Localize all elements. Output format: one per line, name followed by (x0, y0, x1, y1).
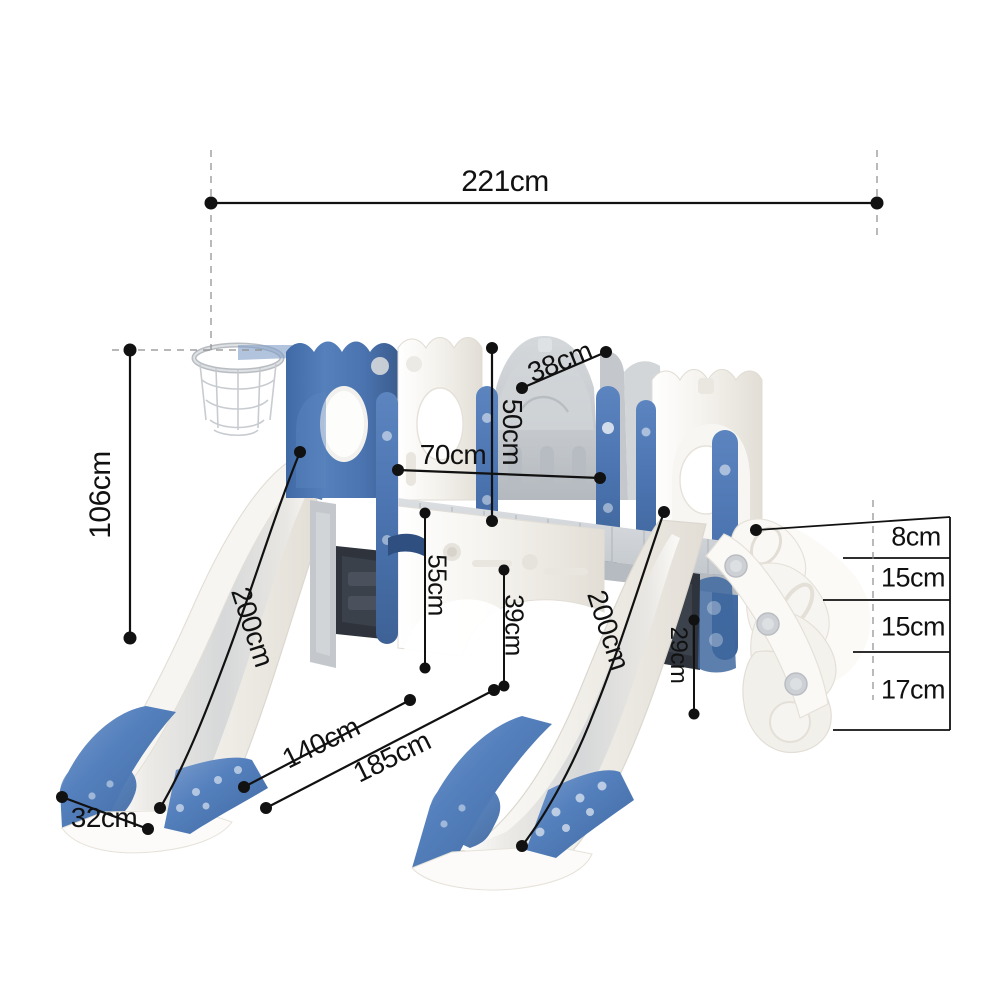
label-ladder-step-3: 15cm (880, 611, 946, 642)
dim-ladder-bracket (750, 516, 951, 731)
dim-platform-height (498, 564, 510, 692)
label-step-base: 29cm (665, 626, 692, 684)
label-slide-base-width: 32cm (70, 802, 138, 833)
dim-footprint-inner (238, 694, 416, 793)
label-panel-height: 50cm (497, 398, 528, 466)
dim-hoop-height (123, 343, 137, 645)
label-arch-height: 55cm (422, 554, 453, 616)
lower-front-wall (397, 505, 605, 700)
left-vertical-blue-rail (376, 392, 426, 644)
left-blue-castle-panel (286, 341, 398, 498)
label-hoop-height: 106cm (84, 451, 117, 539)
dim-slide-base-width (56, 791, 154, 835)
dim-slide-right-length (521, 511, 666, 847)
dim-step-base (688, 614, 700, 720)
dim-panel-height (486, 342, 498, 527)
dimension-annotations (56, 150, 951, 852)
dim-slide-left-length (159, 451, 302, 809)
label-panel-width: 70cm (419, 439, 487, 470)
label-overall-width: 221cm (461, 165, 549, 198)
ladder-bolts (724, 554, 808, 696)
climbing-ladder (698, 518, 871, 754)
dim-footprint-outer (260, 684, 500, 814)
label-platform-height: 39cm (499, 594, 530, 656)
label-ladder-step-2: 15cm (880, 562, 946, 593)
dim-arch-height (419, 507, 431, 674)
basketball-hoop (191, 342, 292, 437)
dim-panel-width (392, 464, 606, 484)
left-support-leg (310, 500, 336, 668)
center-right-blue-post (596, 386, 620, 566)
label-ladder-step-1: 8cm (891, 521, 941, 552)
dim-overall-width (204, 196, 884, 210)
dim-roof-peak (516, 346, 612, 394)
left-cream-castle-panel (397, 337, 483, 501)
label-ladder-step-4: 17cm (880, 674, 946, 705)
